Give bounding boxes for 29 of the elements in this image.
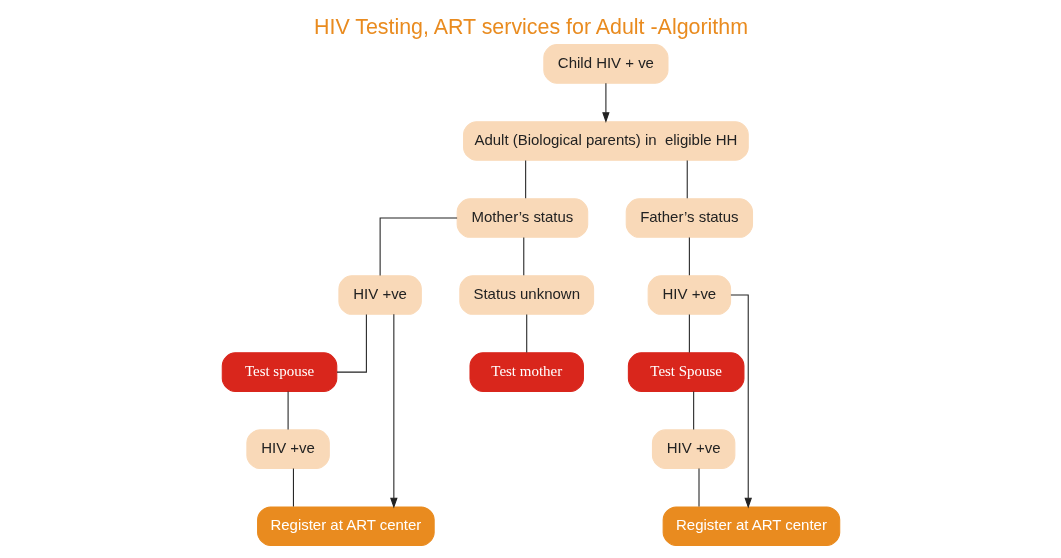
arrow	[601, 82, 610, 123]
node-box: HIV +ve	[245, 429, 330, 469]
connector	[524, 159, 526, 199]
connector	[522, 236, 524, 276]
node-box: Test spouse	[221, 352, 337, 392]
node-box: HIV +ve	[647, 275, 731, 315]
node-box: Test mother	[468, 352, 584, 392]
connector	[692, 391, 694, 430]
connector	[688, 313, 690, 353]
node-box: Father’s status	[625, 198, 753, 238]
connector	[287, 391, 289, 430]
node-box: Mother’s status	[456, 198, 588, 238]
arrow	[389, 313, 398, 509]
node-box: HIV +ve	[651, 429, 735, 469]
connector	[688, 236, 690, 276]
node-box: HIV +ve	[337, 275, 422, 315]
node-box: Test Spouse	[627, 352, 744, 392]
connector	[335, 313, 367, 373]
connector	[525, 313, 527, 353]
arrow	[729, 294, 752, 509]
node-box: Status unknown	[458, 275, 594, 315]
node-box: Child HIV + ve	[542, 44, 668, 84]
connector	[379, 217, 458, 277]
node-box: Register at ART center	[256, 506, 435, 546]
connector	[292, 468, 294, 508]
connector	[686, 159, 688, 199]
diagram-title: HIV Testing, ART services for Adult -Algorithm	[313, 14, 748, 39]
node-box: Register at ART center	[662, 506, 840, 546]
node-box: Adult (Biological parents) in eligible HH	[462, 121, 749, 161]
